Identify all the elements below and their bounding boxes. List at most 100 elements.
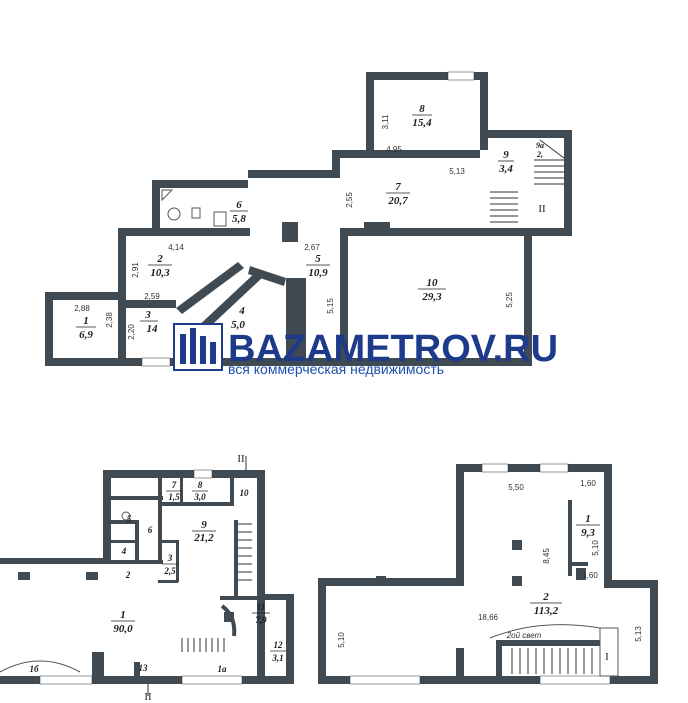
room-number: 8 [198, 480, 203, 490]
room-number: 2 [156, 253, 163, 265]
room-area: 21,2 [193, 532, 214, 544]
room-number: 2 [542, 591, 549, 603]
dimension: 5,10 [591, 540, 600, 556]
section-mark: I [605, 651, 609, 663]
dimension: 3,11 [381, 114, 390, 130]
wall [650, 580, 658, 682]
room-area: 3,0 [193, 492, 206, 502]
dimension: 5,15 [326, 298, 335, 314]
room-number: 6 [236, 199, 242, 211]
window [447, 71, 475, 81]
watermark-logo: BAZAMETROV.RU вся коммерческая недвижимо… [173, 323, 558, 377]
room-number: 7 [172, 480, 177, 490]
room-area: 15,4 [412, 117, 432, 129]
room-number: 5 [315, 253, 321, 265]
wall [118, 228, 160, 300]
room-area: 3,1 [271, 653, 283, 663]
dimension: 5,13 [449, 167, 465, 176]
dimension: 4,14 [168, 243, 184, 252]
room-area: 14 [147, 323, 159, 335]
room-number: 9 [201, 519, 207, 531]
dimension: 2,59 [144, 292, 160, 301]
dimension: 5,50 [508, 483, 524, 492]
wall [118, 300, 126, 358]
room-area: 9,3 [581, 527, 595, 539]
wall [286, 596, 294, 682]
stairs [511, 648, 593, 674]
watermark-brand: BAZAMETROV.RU [228, 328, 558, 370]
room-number: 10 [427, 277, 439, 289]
wall [604, 580, 658, 588]
room-number: 13 [139, 663, 149, 673]
toilet-icon [121, 511, 131, 521]
room-area: 20,7 [387, 195, 408, 207]
room-number: 1 [585, 513, 591, 525]
room-number: 12 [274, 640, 284, 650]
top-floor-plan: 8 15,4 9 3,4 9а 2, 7 20,7 6 5,8 2 10,3 5… [45, 71, 572, 367]
dimension: 4,95 [386, 145, 402, 154]
wall [520, 228, 572, 366]
dimension: 2,91 [131, 262, 140, 278]
room-number: 9а [536, 141, 544, 150]
stairs [490, 139, 565, 223]
wall [480, 130, 572, 228]
room-number: 4 [238, 305, 245, 317]
second-light-plan: 1 9,3 2 113,2 5,50 1,60 5,10 8,45 1,60 1… [318, 463, 658, 685]
wall [176, 262, 244, 314]
room-area: 5,8 [232, 213, 246, 225]
ground-floor-plan: 7 1,5 8 3,0 10 9 21,2 5 6 4 3 2,5 2 1 90… [0, 453, 294, 703]
section-mark: II [237, 453, 245, 465]
wall [0, 676, 294, 684]
dimension: 2,67 [304, 243, 320, 252]
room-number: 11 [257, 602, 266, 612]
room-area: 7,9 [255, 615, 267, 625]
wall [286, 278, 306, 358]
toilet-icon [167, 207, 181, 221]
room-area: 5,0 [231, 319, 245, 331]
wall [318, 676, 658, 684]
wall [340, 236, 348, 358]
wall [340, 228, 524, 236]
room-area: 1,5 [168, 492, 180, 502]
room-label: 1б [30, 664, 40, 674]
room-area: 10,9 [308, 267, 328, 279]
wall [45, 292, 120, 366]
section-mark: II [144, 691, 152, 703]
wall [120, 358, 532, 366]
room-area: 113,2 [534, 605, 559, 617]
room-number: 5 [127, 514, 132, 524]
wall [318, 578, 464, 682]
dimension: 2,55 [345, 192, 354, 208]
wall [152, 180, 248, 228]
dimension: 1,60 [582, 571, 598, 580]
column [282, 222, 298, 242]
wall [248, 266, 286, 286]
room-number: 6 [148, 525, 153, 535]
room-number: 7 [395, 181, 401, 193]
dimension: 5,10 [337, 632, 346, 648]
dimension: 8,45 [542, 548, 551, 564]
room-number: 2 [125, 570, 131, 580]
room-area: 6,9 [79, 329, 93, 341]
room-area: 2,5 [163, 566, 176, 576]
dimension: 2,88 [74, 304, 90, 313]
window [141, 357, 171, 367]
wall [126, 300, 176, 308]
room-area: 2, [536, 150, 543, 159]
wall [257, 470, 265, 682]
room-number: 3 [167, 553, 173, 563]
wall [366, 72, 488, 150]
room-number: 3 [144, 309, 151, 321]
room-area: 3,4 [498, 163, 513, 175]
room-number: 9 [503, 149, 509, 161]
dimension: 2,20 [127, 324, 136, 340]
watermark-tagline: вся коммерческая недвижимость [228, 361, 444, 377]
section-mark: II [538, 203, 546, 215]
sink-icon [191, 207, 201, 219]
dimension: 5,25 [505, 292, 514, 308]
room-area: 90,0 [113, 623, 133, 635]
room-number: 8 [419, 103, 425, 115]
room-label: 1а [218, 664, 228, 674]
dimension: 5,13 [634, 626, 643, 642]
